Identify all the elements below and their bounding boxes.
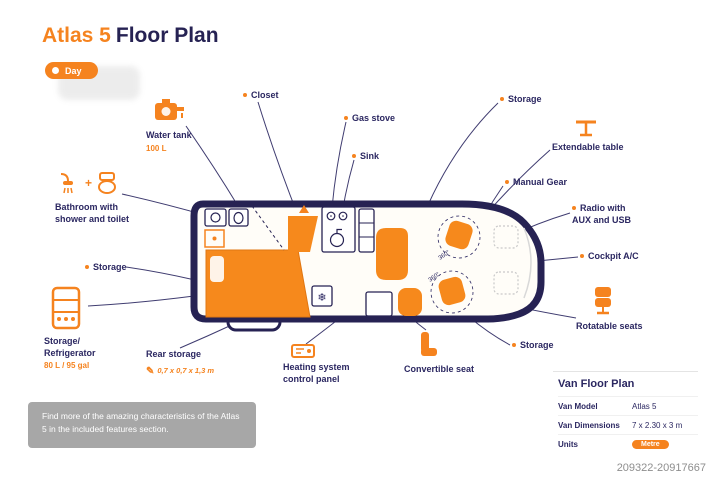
bathroom-toilet bbox=[228, 208, 249, 227]
shower-icon bbox=[60, 173, 73, 194]
day-mode-toggle[interactable]: Day bbox=[45, 62, 98, 79]
convertible-seat-icon bbox=[421, 332, 437, 356]
van-info-panel: Van Floor Plan Van Model Atlas 5 Van Dim… bbox=[558, 378, 698, 453]
toilet-icon bbox=[98, 172, 117, 194]
callout-line bbox=[331, 121, 347, 209]
callout-label: Rear storage bbox=[146, 349, 202, 359]
rear-storage-dimensions: ✎ 0,7 x 0,7 x 1,3 m bbox=[146, 365, 256, 378]
callout-storage-bottom: Storage bbox=[512, 340, 554, 352]
listing-id-watermark: 209322-20917667 bbox=[616, 462, 706, 474]
callout-label: Rotatable seats bbox=[576, 321, 643, 331]
callout-label: Cockpit A/C bbox=[580, 251, 639, 261]
lounge-seat bbox=[376, 228, 408, 280]
callout-label: Water tank bbox=[146, 130, 192, 140]
callout-line bbox=[185, 125, 239, 207]
small-table bbox=[365, 291, 393, 317]
callout-value: 100 L bbox=[146, 143, 167, 153]
fridge-box bbox=[311, 285, 333, 307]
callout-gas-stove: Gas stove bbox=[344, 113, 395, 125]
features-note: Find more of the amazing characteristics… bbox=[28, 402, 256, 448]
info-label: Van Dimensions bbox=[558, 420, 620, 430]
plus-icon: + bbox=[85, 176, 93, 190]
units-badge[interactable]: Metre bbox=[632, 439, 669, 449]
snowflake-icon: ❄ bbox=[317, 292, 326, 304]
callout-manual-gear: Manual Gear bbox=[505, 177, 567, 189]
callout-label: Storage/ Refrigerator bbox=[44, 336, 96, 358]
day-mode-label: Day bbox=[65, 65, 82, 76]
dimensions-text: 0,7 x 0,7 x 1,3 m bbox=[157, 366, 215, 376]
cab-seat-ghost bbox=[493, 225, 519, 249]
dashboard-arc bbox=[523, 227, 532, 299]
callout-label: Closet bbox=[243, 90, 279, 100]
info-value: 7 x 2.30 x 3 m bbox=[632, 420, 683, 430]
refrigerator-icon bbox=[51, 286, 81, 330]
cab-seat-ghost bbox=[493, 271, 519, 295]
callout-label: Sink bbox=[352, 151, 379, 161]
page-title-model: Atlas 5 bbox=[42, 24, 111, 47]
callout-heating: Heating system control panel bbox=[283, 344, 363, 385]
info-label: Units bbox=[558, 439, 578, 449]
rotatable-seat-rear bbox=[438, 276, 466, 306]
callout-label: Radio with AUX and USB bbox=[572, 203, 632, 225]
callout-label: Heating system control panel bbox=[283, 362, 350, 384]
rotatable-seat-icon bbox=[595, 287, 611, 315]
callout-water-tank: Water tank 100 L bbox=[146, 96, 216, 154]
callout-closet: Closet bbox=[243, 90, 279, 102]
callout-rear-storage: Rear storage ✎ 0,7 x 0,7 x 1,3 m bbox=[146, 349, 256, 378]
callout-line bbox=[179, 322, 237, 349]
callout-line bbox=[427, 102, 499, 206]
callout-label: Extendable table bbox=[552, 142, 624, 152]
page-title-rest: Floor Plan bbox=[115, 24, 219, 47]
callout-line bbox=[87, 295, 195, 307]
callout-rotatable-seats: Rotatable seats bbox=[576, 285, 666, 333]
convertible-seat-shape bbox=[398, 288, 422, 316]
bed bbox=[205, 249, 311, 318]
van-interior: ❄ 360° 360° bbox=[204, 205, 532, 318]
callout-value: 80 L / 95 gal bbox=[44, 361, 90, 371]
callout-bathroom: Bathroom with shower and toilet bbox=[55, 202, 150, 225]
info-row-model: Van Model Atlas 5 bbox=[558, 396, 698, 415]
bathroom-sink bbox=[204, 208, 227, 227]
toggle-dot-icon bbox=[52, 67, 59, 74]
heating-panel-icon bbox=[291, 344, 315, 358]
callout-label: Convertible seat bbox=[404, 364, 475, 374]
bench bbox=[358, 208, 375, 253]
extendable-table-icon bbox=[576, 120, 596, 137]
callout-sink: Sink bbox=[352, 151, 379, 163]
gas-warning-icon bbox=[299, 205, 309, 213]
bathroom-divider bbox=[251, 205, 285, 251]
info-panel-title: Van Floor Plan bbox=[558, 378, 635, 390]
rotation-circle bbox=[437, 215, 481, 259]
callout-label: Gas stove bbox=[344, 113, 395, 123]
pencil-icon: ✎ bbox=[146, 365, 155, 377]
stove-burner bbox=[338, 211, 348, 221]
callout-line bbox=[125, 266, 196, 281]
callout-label: Storage bbox=[512, 340, 554, 350]
callout-label: Manual Gear bbox=[505, 177, 567, 187]
callout-storage-left: Storage bbox=[85, 262, 127, 274]
callout-convertible-seat: Convertible seat bbox=[404, 330, 494, 376]
callout-label: Storage bbox=[85, 262, 127, 272]
info-row-units: Units Metre bbox=[558, 434, 698, 453]
callout-storage-top: Storage bbox=[500, 94, 542, 106]
shower-tray bbox=[204, 229, 225, 248]
callout-cockpit-ac: Cockpit A/C bbox=[580, 251, 639, 263]
callout-label: Bathroom with shower and toilet bbox=[55, 202, 130, 224]
info-value: Atlas 5 bbox=[632, 401, 657, 411]
info-label: Van Model bbox=[558, 401, 598, 411]
info-panel-divider bbox=[553, 371, 698, 372]
rotatable-seat-front bbox=[445, 220, 473, 250]
callout-radio: Radio with AUX and USB bbox=[572, 203, 644, 226]
rotation-circle bbox=[430, 270, 474, 314]
info-row-dimensions: Van Dimensions 7 x 2.30 x 3 m bbox=[558, 415, 698, 434]
closet bbox=[288, 216, 318, 252]
callout-extendable-table: Extendable table bbox=[552, 118, 662, 154]
callout-storage-refrigerator: Storage/ Refrigerator 80 L / 95 gal bbox=[44, 286, 124, 372]
water-tank-icon bbox=[155, 99, 184, 120]
pillow bbox=[210, 256, 224, 282]
bathroom-icons: + bbox=[55, 170, 120, 196]
stove-burner bbox=[326, 211, 336, 221]
callout-label: Storage bbox=[500, 94, 542, 104]
